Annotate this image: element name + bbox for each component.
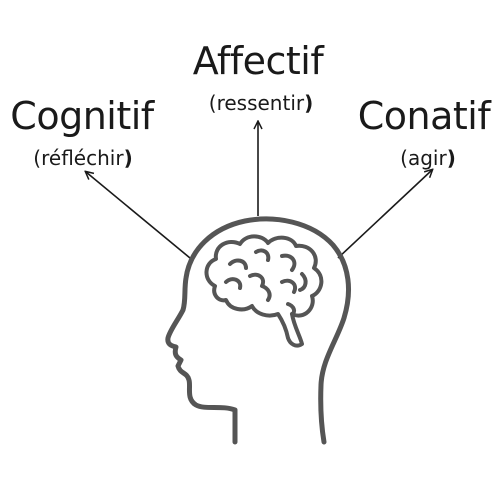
conatif-subtitle: (agir) [390, 148, 466, 168]
paren-open: ( [208, 91, 217, 115]
conatif-subtitle-text: agir [407, 146, 447, 170]
paren-close: ) [446, 146, 456, 170]
paren-close: ) [304, 91, 314, 115]
arrow-cognitif [86, 172, 191, 259]
cognitif-subtitle: (réfléchir) [22, 148, 144, 168]
conatif-title: Conatif [357, 94, 491, 138]
cognitif-subtitle-text: réfléchir [41, 146, 124, 170]
paren-open: ( [400, 146, 408, 170]
affectif-subtitle: (ressentir) [200, 93, 322, 113]
head-profile-icon [165, 216, 351, 445]
paren-close: ) [123, 146, 133, 170]
arrow-conatif [337, 170, 432, 259]
affectif-title: Affectif [192, 39, 324, 83]
affectif-subtitle-text: ressentir [216, 91, 305, 115]
brain-icon [204, 234, 324, 348]
cognitif-title: Cognitif [10, 94, 154, 138]
paren-open: ( [33, 146, 42, 170]
